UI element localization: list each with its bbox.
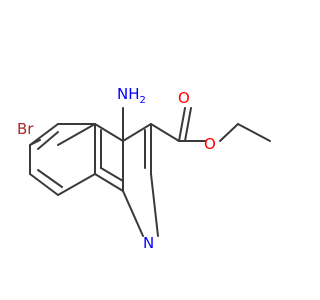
- amino-subscript: 2: [140, 95, 146, 106]
- bond-c6-c5-inner: [37, 131, 59, 150]
- bond-c8a-n-inner: [100, 167, 124, 182]
- bond-c8a-n: [94, 173, 124, 192]
- bond-c2-n: [150, 173, 159, 237]
- bond-c8-c7-inner: [37, 169, 63, 188]
- bond-ch2-ch3: [237, 123, 271, 142]
- bond-carbonyl-o-double: [184, 107, 192, 142]
- bond-c6-br: [29, 139, 41, 146]
- bond-c5-c4a: [57, 123, 96, 146]
- bond-carbonyl-o: [178, 107, 186, 142]
- molecule-structure: Br NH2 N O O: [17, 85, 271, 252]
- bond-c4-c3: [122, 123, 152, 142]
- bond-c4a-c4: [94, 123, 124, 142]
- atom-label-ester-oxygen: O: [204, 135, 216, 153]
- atom-label-amino: NH2: [117, 85, 146, 106]
- atom-label-bromine: Br: [17, 120, 34, 138]
- bond-c3-carbonyl: [150, 123, 180, 142]
- bond-n-c2: [122, 190, 144, 237]
- bonds: [29, 107, 271, 237]
- bond-oester-ch2: [219, 123, 239, 142]
- bond-c6-c5: [29, 123, 59, 146]
- atom-label-ring-nitrogen: N: [143, 234, 154, 252]
- bond-c8a-c8: [57, 173, 96, 196]
- bond-c8-c7: [29, 173, 59, 196]
- atom-label-carbonyl-oxygen: O: [178, 89, 190, 107]
